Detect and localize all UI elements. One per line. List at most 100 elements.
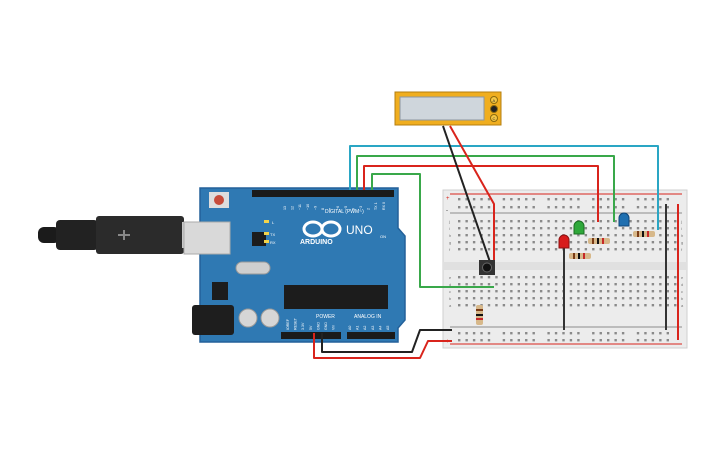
breadboard-hole[interactable] [644, 332, 647, 335]
breadboard-hole[interactable] [607, 248, 610, 251]
breadboard-hole[interactable] [502, 332, 506, 335]
breadboard-hole[interactable] [621, 283, 625, 286]
breadboard-hole[interactable] [569, 276, 573, 279]
breadboard-hole[interactable] [666, 290, 669, 293]
breadboard-hole[interactable] [621, 227, 625, 230]
breadboard-hole[interactable] [666, 234, 669, 237]
wire-green-button[interactable] [371, 173, 494, 288]
breadboard-hole[interactable] [495, 220, 498, 223]
breadboard-hole[interactable] [584, 234, 588, 237]
breadboard-hole[interactable] [554, 248, 558, 251]
breadboard-hole[interactable] [495, 283, 498, 286]
breadboard-hole[interactable] [495, 276, 498, 279]
breadboard-hole[interactable] [584, 290, 588, 293]
breadboard-hole[interactable] [674, 220, 677, 223]
breadboard-hole[interactable] [651, 339, 655, 342]
breadboard-hole[interactable] [636, 248, 640, 251]
breadboard-hole[interactable] [539, 297, 543, 300]
breadboard-hole[interactable] [487, 339, 491, 342]
breadboard-hole[interactable] [525, 304, 528, 307]
breadboard-hole[interactable] [487, 304, 491, 307]
breadboard-hole[interactable] [495, 234, 498, 237]
breadboard-hole[interactable] [666, 198, 669, 201]
breadboard-hole[interactable] [659, 276, 662, 279]
breadboard-hole[interactable] [487, 290, 491, 293]
breadboard-hole[interactable] [554, 234, 558, 237]
breadboard-hole[interactable] [674, 297, 677, 300]
breadboard-hole[interactable] [472, 290, 476, 293]
breadboard-hole[interactable] [592, 304, 595, 307]
breadboard-hole[interactable] [465, 241, 468, 244]
breadboard-hole[interactable] [532, 248, 535, 251]
breadboard-hole[interactable] [465, 304, 468, 307]
breadboard-hole[interactable] [458, 241, 461, 244]
breadboard-hole[interactable] [480, 220, 483, 223]
breadboard-hole[interactable] [636, 283, 640, 286]
breadboard-hole[interactable] [666, 297, 669, 300]
breadboard-hole[interactable] [621, 248, 625, 251]
breadboard-hole[interactable] [592, 276, 595, 279]
breadboard-hole[interactable] [525, 276, 528, 279]
breadboard-hole[interactable] [577, 276, 580, 279]
breadboard-hole[interactable] [547, 290, 550, 293]
breadboard-hole[interactable] [532, 339, 535, 342]
breadboard-hole[interactable] [644, 290, 647, 293]
breadboard-hole[interactable] [517, 206, 520, 209]
breadboard-hole[interactable] [502, 304, 506, 307]
breadboard-hole[interactable] [599, 332, 602, 335]
breadboard-hole[interactable] [465, 283, 468, 286]
breadboard-hole[interactable] [607, 220, 610, 223]
wire-lcd-black[interactable] [442, 125, 491, 263]
breadboard-hole[interactable] [621, 304, 625, 307]
breadboard-hole[interactable] [525, 227, 528, 230]
breadboard-hole[interactable] [666, 276, 669, 279]
wire-teal[interactable] [349, 145, 659, 230]
breadboard-hole[interactable] [532, 283, 535, 286]
breadboard-hole[interactable] [472, 276, 476, 279]
breadboard-hole[interactable] [607, 276, 610, 279]
breadboard-hole[interactable] [517, 297, 520, 300]
breadboard-hole[interactable] [487, 220, 491, 223]
breadboard-hole[interactable] [480, 332, 483, 335]
breadboard-hole[interactable] [629, 248, 632, 251]
breadboard-hole[interactable] [674, 283, 677, 286]
breadboard-hole[interactable] [644, 227, 647, 230]
breadboard-hole[interactable] [510, 234, 513, 237]
breadboard-hole[interactable] [510, 276, 513, 279]
breadboard-hole[interactable] [539, 283, 543, 286]
breadboard-hole[interactable] [480, 227, 483, 230]
breadboard-hole[interactable] [644, 297, 647, 300]
breadboard-hole[interactable] [674, 276, 677, 279]
breadboard-hole[interactable] [599, 248, 602, 251]
led-blue[interactable] [618, 212, 630, 227]
breadboard-hole[interactable] [472, 332, 476, 335]
breadboard-hole[interactable] [569, 332, 573, 335]
breadboard-hole[interactable] [547, 297, 550, 300]
breadboard-hole[interactable] [644, 248, 647, 251]
breadboard-hole[interactable] [607, 290, 610, 293]
breadboard-hole[interactable] [502, 339, 506, 342]
breadboard-hole[interactable] [629, 220, 632, 223]
breadboard-hole[interactable] [517, 283, 520, 286]
breadboard-hole[interactable] [599, 234, 602, 237]
breadboard-hole[interactable] [554, 198, 558, 201]
breadboard-hole[interactable] [517, 276, 520, 279]
breadboard-hole[interactable] [502, 276, 506, 279]
breadboard-hole[interactable] [614, 234, 617, 237]
breadboard-hole[interactable] [614, 332, 617, 335]
breadboard-hole[interactable] [621, 198, 625, 201]
breadboard-hole[interactable] [584, 297, 588, 300]
breadboard-hole[interactable] [592, 248, 595, 251]
breadboard-hole[interactable] [465, 227, 468, 230]
arduino-board[interactable]: ARDUINO UNO DIGITAL (PWM~) POWER ANALOG … [183, 187, 406, 343]
breadboard-hole[interactable] [621, 206, 625, 209]
breadboard-hole[interactable] [599, 283, 602, 286]
breadboard-hole[interactable] [539, 304, 543, 307]
breadboard-hole[interactable] [569, 206, 573, 209]
breadboard-hole[interactable] [562, 198, 565, 201]
breadboard-hole[interactable] [502, 198, 506, 201]
breadboard-hole[interactable] [502, 290, 506, 293]
breadboard-hole[interactable] [487, 206, 491, 209]
breadboard-hole[interactable] [599, 198, 602, 201]
breadboard-hole[interactable] [554, 220, 558, 223]
